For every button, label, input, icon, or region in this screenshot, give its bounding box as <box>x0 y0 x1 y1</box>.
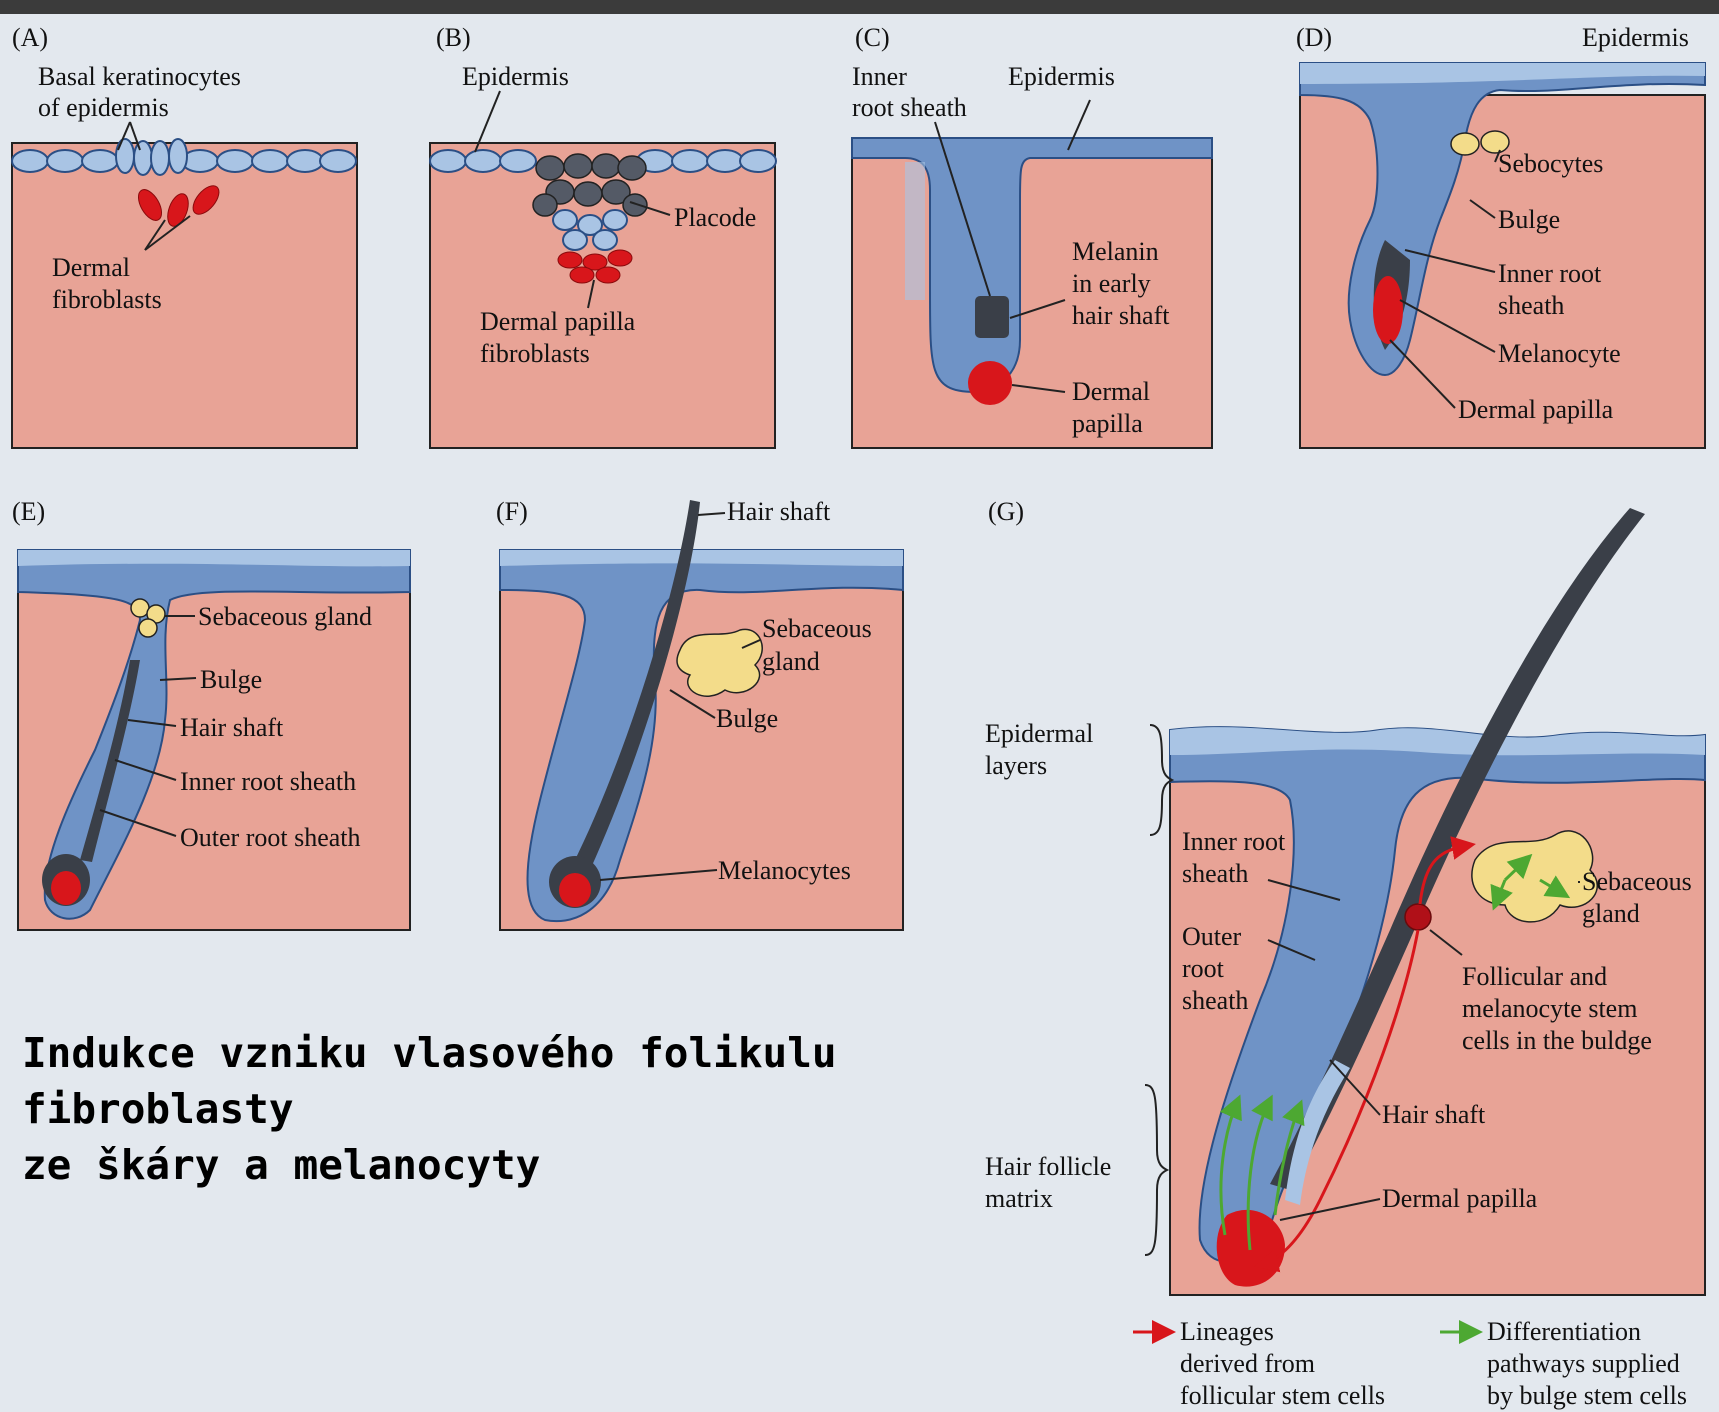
basal-keratinocytes-label-2: of epidermis <box>38 93 169 122</box>
epidermis-label-d: Epidermis <box>1582 23 1689 52</box>
stem-cells-label-3: cells in the buldge <box>1462 1026 1652 1055</box>
sebocytes-label: Sebocytes <box>1498 149 1603 178</box>
caption-line-1: Indukce vzniku vlasového folikulu fibrob… <box>22 1025 1022 1137</box>
dermal-papilla-label-g: Dermal papilla <box>1382 1184 1538 1213</box>
epidermis-label-c: Epidermis <box>1008 62 1115 91</box>
bulge-label-f: Bulge <box>716 704 778 733</box>
melanin-label-3: hair shaft <box>1072 301 1170 330</box>
differentiation-label-1: Differentiation <box>1487 1317 1641 1346</box>
sebaceous-gland-label-f-1: Sebaceous <box>762 614 872 643</box>
differentiation-label-3: by bulge stem cells <box>1487 1381 1687 1410</box>
epidermal-layers-label-1: Epidermal <box>985 719 1093 748</box>
lineages-label-1: Lineages <box>1180 1317 1274 1346</box>
melanin-label-2: in early <box>1072 269 1151 298</box>
sebaceous-gland-label-f-2: gland <box>762 647 820 676</box>
top-border <box>0 0 1719 14</box>
epidermis-label-b: Epidermis <box>462 62 569 91</box>
bulge-label-d: Bulge <box>1498 205 1560 234</box>
dermal-papilla-fibroblasts-label-1: Dermal papilla <box>480 307 636 336</box>
panel-c-letter: (C) <box>855 23 890 52</box>
lineages-label-2: derived from <box>1180 1349 1315 1378</box>
lineages-label-3: follicular stem cells <box>1180 1381 1385 1410</box>
inner-root-sheath-label-g-1: Inner root <box>1182 827 1286 856</box>
basal-keratinocytes-label-1: Basal keratinocytes <box>38 62 241 91</box>
panel-a-letter: (A) <box>12 23 48 52</box>
inner-root-sheath-label-c-1: Inner <box>852 62 907 91</box>
differentiation-label-2: pathways supplied <box>1487 1349 1680 1378</box>
sebaceous-gland-label-g-1: Sebaceous <box>1582 867 1692 896</box>
outer-root-sheath-label-g-2: root <box>1182 954 1225 983</box>
dermal-papilla-label-c-1: Dermal <box>1072 377 1150 406</box>
dermal-papilla-label-d: Dermal papilla <box>1458 395 1614 424</box>
panel-e: (E) Sebaceous gland Bulge Hair shaft Inn… <box>12 497 410 930</box>
stem-cells-label-2: melanocyte stem <box>1462 994 1637 1023</box>
inner-root-sheath-label-c-2: root sheath <box>852 93 967 122</box>
placode-label: Placode <box>674 203 756 232</box>
panel-b-letter: (B) <box>436 23 471 52</box>
caption-line-2: ze škáry a melanocyty <box>22 1137 1022 1193</box>
sebaceous-gland-label-g-2: gland <box>1582 899 1640 928</box>
melanocyte-label-d: Melanocyte <box>1498 339 1621 368</box>
dermal-papilla-label-c-2: papilla <box>1072 409 1143 438</box>
outer-root-sheath-label-g-3: sheath <box>1182 986 1248 1015</box>
inner-root-sheath-label-d-1: Inner root <box>1498 259 1602 288</box>
inner-root-sheath-label-e: Inner root sheath <box>180 767 356 796</box>
dermal-fibroblasts-label-1: Dermal <box>52 253 130 282</box>
panel-f-letter: (F) <box>496 497 528 526</box>
inner-root-sheath-label-d-2: sheath <box>1498 291 1564 320</box>
slide-caption: Indukce vzniku vlasového folikulu fibrob… <box>22 1025 1022 1193</box>
dermal-papilla-fibroblasts-label-2: fibroblasts <box>480 339 590 368</box>
epidermal-layers-label-2: layers <box>985 751 1047 780</box>
bulge-label-e: Bulge <box>200 665 262 694</box>
panel-g-letter: (G) <box>988 497 1024 526</box>
outer-root-sheath-label-g-1: Outer <box>1182 922 1242 951</box>
inner-root-sheath-label-g-2: sheath <box>1182 859 1248 888</box>
outer-root-sheath-label-e: Outer root sheath <box>180 823 361 852</box>
panel-e-letter: (E) <box>12 497 45 526</box>
hair-shaft-label-e: Hair shaft <box>180 713 284 742</box>
stem-cells-label-1: Follicular and <box>1462 962 1607 991</box>
melanocytes-label-f: Melanocytes <box>718 856 851 885</box>
panel-f: (F) Hair shaft Sebaceous gland Bulge Mel… <box>496 497 903 930</box>
panel-d-letter: (D) <box>1296 23 1332 52</box>
dermal-fibroblasts-label-2: fibroblasts <box>52 285 162 314</box>
hair-shaft-label-g: Hair shaft <box>1382 1100 1486 1129</box>
melanin-label-1: Melanin <box>1072 237 1159 266</box>
sebaceous-gland-label-e: Sebaceous gland <box>198 602 372 631</box>
hair-shaft-label-f: Hair shaft <box>727 497 831 526</box>
